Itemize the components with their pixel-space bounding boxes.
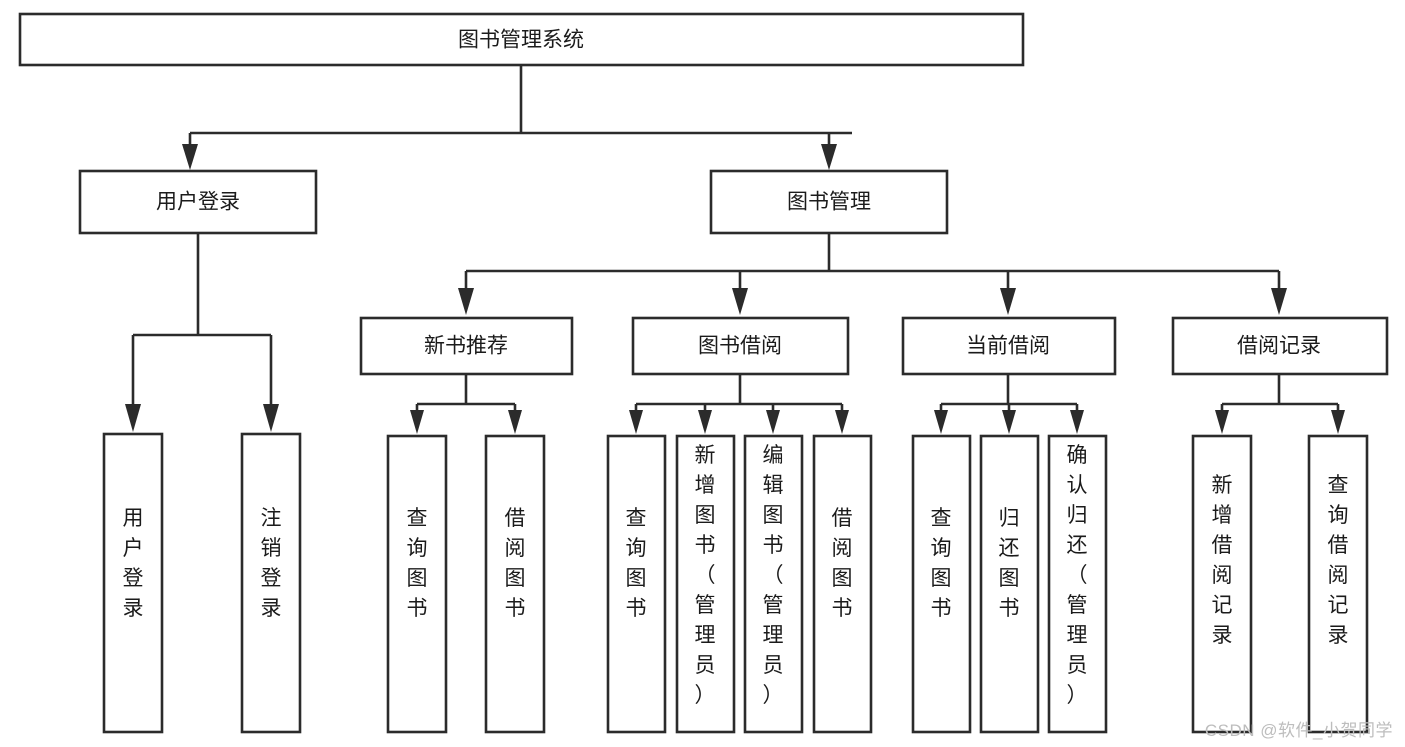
leaf-node-borrow-book-1[interactable]: 借阅图书 bbox=[484, 434, 546, 734]
leaf-node-logout[interactable]: 注销登录 bbox=[240, 432, 302, 734]
leaf-node-add-book-label: 新增图书（管理员） bbox=[695, 444, 716, 707]
arrow-icon bbox=[1215, 410, 1229, 434]
leaf-node-user-login-label: 用户登录 bbox=[123, 507, 144, 620]
leaf-node-return-book-label: 归还图书 bbox=[999, 507, 1020, 620]
leaf-node-borrow-book-2-label: 借阅图书 bbox=[832, 507, 853, 620]
node-user-login[interactable]: 用户登录 bbox=[78, 169, 318, 235]
leaf-node-add-book[interactable]: 新增图书（管理员） bbox=[675, 434, 736, 734]
leaf-node-query-book-1-label: 查询图书 bbox=[407, 507, 428, 620]
node-new-book-rec-label: 新书推荐 bbox=[424, 335, 508, 358]
node-new-book-rec[interactable]: 新书推荐 bbox=[359, 316, 574, 376]
arrow-icon bbox=[182, 144, 198, 170]
arrow-icon bbox=[1070, 410, 1084, 434]
leaf-node-query-book-2[interactable]: 查询图书 bbox=[606, 434, 667, 734]
arrow-icon bbox=[821, 144, 837, 170]
leaf-node-logout-label: 注销登录 bbox=[261, 507, 282, 620]
connector-borrowrecord-to-leaves bbox=[1215, 374, 1345, 434]
leaf-node-query-record-label: 查询借阅记录 bbox=[1328, 474, 1349, 647]
leaf-node-add-record[interactable]: 新增借阅记录 bbox=[1191, 434, 1253, 734]
arrow-icon bbox=[835, 410, 849, 434]
node-current-borrow-label: 当前借阅 bbox=[966, 335, 1050, 358]
node-borrow-record-label: 借阅记录 bbox=[1237, 335, 1321, 358]
arrow-icon bbox=[263, 404, 279, 432]
leaf-node-edit-book[interactable]: 编辑图书（管理员） bbox=[743, 434, 804, 734]
leaf-node-edit-book-label: 编辑图书（管理员） bbox=[763, 444, 784, 707]
csdn-watermark: CSDN @软件_小贺同学 bbox=[1204, 721, 1393, 740]
connector-bookmanage-to-level3 bbox=[458, 233, 1287, 315]
arrow-icon bbox=[766, 410, 780, 434]
connector-currentborrow-to-leaves bbox=[934, 374, 1084, 434]
node-root-label: 图书管理系统 bbox=[458, 29, 584, 52]
arrow-icon bbox=[125, 404, 141, 432]
connector-root-to-level2 bbox=[182, 65, 852, 170]
leaf-node-return-book[interactable]: 归还图书 bbox=[979, 434, 1040, 734]
leaf-node-query-book-1[interactable]: 查询图书 bbox=[386, 434, 448, 734]
leaf-node-borrow-book-2[interactable]: 借阅图书 bbox=[812, 434, 873, 734]
connector-userlogin-to-leaves bbox=[125, 233, 279, 432]
arrow-icon bbox=[698, 410, 712, 434]
arrow-icon bbox=[410, 410, 424, 434]
node-book-borrow[interactable]: 图书借阅 bbox=[631, 316, 850, 376]
arrow-icon bbox=[1271, 288, 1287, 315]
node-current-borrow[interactable]: 当前借阅 bbox=[901, 316, 1117, 376]
arrow-icon bbox=[1331, 410, 1345, 434]
arrow-icon bbox=[458, 288, 474, 315]
leaf-node-query-book-3-label: 查询图书 bbox=[931, 507, 952, 620]
arrow-icon bbox=[1000, 288, 1016, 315]
leaf-node-query-record[interactable]: 查询借阅记录 bbox=[1307, 434, 1369, 734]
connector-newbookrec-to-leaves bbox=[410, 374, 522, 434]
leaf-node-borrow-book-1-label: 借阅图书 bbox=[505, 507, 526, 620]
node-borrow-record[interactable]: 借阅记录 bbox=[1171, 316, 1389, 376]
leaf-node-user-login[interactable]: 用户登录 bbox=[102, 432, 164, 734]
connector-bookborrow-to-leaves bbox=[629, 374, 849, 434]
leaf-node-query-book-3[interactable]: 查询图书 bbox=[911, 434, 972, 734]
node-book-manage-label: 图书管理 bbox=[787, 191, 871, 214]
leaf-node-add-record-label: 新增借阅记录 bbox=[1212, 474, 1233, 647]
node-book-manage[interactable]: 图书管理 bbox=[709, 169, 949, 235]
node-root[interactable]: 图书管理系统 bbox=[18, 12, 1025, 67]
leaf-node-query-book-2-label: 查询图书 bbox=[626, 507, 647, 620]
leaf-node-confirm-return[interactable]: 确认归还（管理员） bbox=[1047, 434, 1108, 734]
arrow-icon bbox=[1002, 410, 1016, 434]
node-book-borrow-label: 图书借阅 bbox=[698, 335, 782, 358]
arrow-icon bbox=[508, 410, 522, 434]
arrow-icon bbox=[732, 288, 748, 315]
arrow-icon bbox=[629, 410, 643, 434]
leaf-node-confirm-return-label: 确认归还（管理员） bbox=[1067, 444, 1088, 707]
node-user-login-label: 用户登录 bbox=[156, 191, 240, 214]
arrow-icon bbox=[934, 410, 948, 434]
